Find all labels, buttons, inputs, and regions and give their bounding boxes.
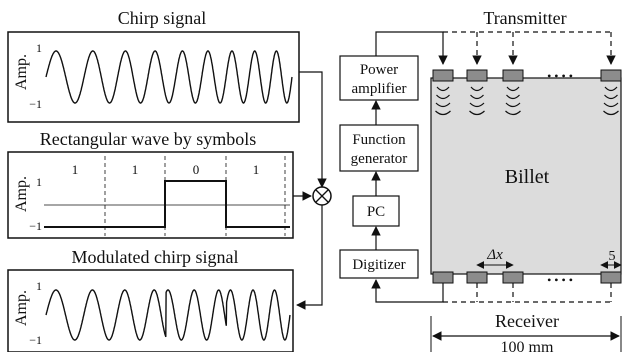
chirp-tick-neg: −1 bbox=[29, 97, 42, 111]
wavefront-arc bbox=[469, 110, 485, 116]
wavefront-arc bbox=[470, 94, 484, 100]
chirp-tick-pos: 1 bbox=[36, 41, 42, 55]
wavefront-arc bbox=[506, 86, 520, 92]
function-generator-block bbox=[339, 124, 419, 172]
symbol-label: 1 bbox=[72, 162, 79, 177]
wavefront-arc bbox=[603, 102, 619, 108]
chirp-panel bbox=[7, 31, 300, 123]
receiver-ellipsis: • • • • bbox=[547, 273, 573, 287]
multiplier-cross bbox=[315, 189, 329, 203]
dx-label: Δx bbox=[486, 247, 503, 263]
chirp-title: Chirp signal bbox=[118, 8, 207, 28]
transmitter-transducer bbox=[432, 69, 454, 82]
mod-title: Modulated chirp signal bbox=[72, 247, 239, 267]
wavefront-arc bbox=[470, 86, 484, 92]
wavefront-arc bbox=[604, 86, 618, 92]
chirp-amp-label: Amp. bbox=[13, 54, 30, 90]
transmitter-transducer bbox=[502, 69, 524, 82]
power-amplifier-block bbox=[339, 55, 419, 101]
digitizer-label: Digitizer bbox=[352, 257, 405, 273]
function-generator-line1: Function bbox=[352, 132, 406, 148]
wavefront-arc bbox=[506, 94, 520, 100]
transmitter-ellipsis: • • • • bbox=[547, 69, 573, 83]
rect-amp-label: Amp. bbox=[13, 176, 30, 212]
symbol-label: 1 bbox=[132, 162, 139, 177]
transmitter-label: Transmitter bbox=[483, 8, 566, 28]
ultrasonic-wavefronts bbox=[435, 86, 619, 116]
pa-to-transmitter-wire bbox=[375, 31, 448, 65]
wavefront-arc bbox=[436, 86, 450, 92]
rect-panel bbox=[7, 151, 294, 239]
symbol-label: 0 bbox=[193, 162, 200, 177]
mod-tick-neg: −1 bbox=[29, 333, 42, 347]
wavefront-arc bbox=[603, 110, 619, 116]
width-label: 100 mm bbox=[501, 339, 554, 352]
rect-title: Rectangular wave by symbols bbox=[40, 129, 256, 149]
receiver-transducer bbox=[432, 271, 454, 284]
billet-body bbox=[430, 77, 622, 275]
power-amplifier-line2: amplifier bbox=[352, 81, 407, 97]
mixer-to-modulated-arrow bbox=[296, 205, 323, 310]
five-label: 5 bbox=[609, 249, 616, 264]
mod-tick-pos: 1 bbox=[36, 279, 42, 293]
transmitter-transducer bbox=[466, 69, 488, 82]
receiver-label: Receiver bbox=[495, 311, 559, 331]
wavefront-arc bbox=[505, 102, 521, 108]
rect-waveform bbox=[44, 180, 290, 228]
wavefront-arc bbox=[604, 94, 618, 100]
wavefront-arc bbox=[436, 94, 450, 100]
symbol-label: 1 bbox=[253, 162, 260, 177]
mod-panel bbox=[7, 269, 294, 352]
pc-label: PC bbox=[367, 204, 385, 220]
receiver-transducer bbox=[600, 271, 622, 284]
function-generator-line2: generator bbox=[351, 151, 408, 167]
rect-tick-pos: 1 bbox=[36, 175, 42, 189]
receiver-to-digitizer-wire bbox=[371, 279, 444, 303]
wavefront-arc bbox=[435, 110, 451, 116]
billet-label: Billet bbox=[505, 166, 550, 188]
transmitter-transducer bbox=[600, 69, 622, 82]
wavefront-arc bbox=[505, 110, 521, 116]
mod-amp-label: Amp. bbox=[13, 290, 30, 326]
pc-block bbox=[352, 195, 400, 227]
chirp-waveform bbox=[45, 50, 293, 104]
power-amplifier-line1: Power bbox=[360, 62, 398, 78]
digitizer-block bbox=[339, 249, 419, 279]
rect-tick-neg: −1 bbox=[29, 219, 42, 233]
receiver-transducer bbox=[466, 271, 488, 284]
wavefront-arc bbox=[469, 102, 485, 108]
chirp-to-mixer-arrow bbox=[299, 71, 327, 188]
wavefront-arc bbox=[435, 102, 451, 108]
receiver-transducer bbox=[502, 271, 524, 284]
modulated-waveform bbox=[45, 289, 291, 341]
